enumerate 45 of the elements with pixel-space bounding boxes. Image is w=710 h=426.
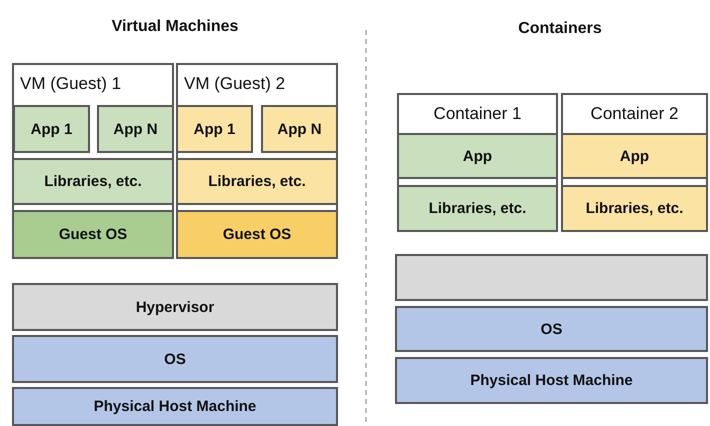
box-label: VM (Guest) 2 bbox=[184, 74, 286, 94]
layer-box bbox=[13, 105, 90, 153]
layer-box bbox=[176, 105, 253, 153]
vm-box bbox=[176, 63, 338, 259]
layer-box bbox=[12, 210, 174, 259]
layer-box bbox=[561, 133, 708, 179]
box-label: Container 2 bbox=[590, 104, 678, 124]
box-label: App N bbox=[277, 120, 322, 138]
layer-box bbox=[395, 357, 708, 404]
box-label: Libraries, etc. bbox=[428, 200, 526, 217]
layer-box bbox=[12, 158, 174, 205]
box-label: App 1 bbox=[30, 120, 72, 138]
box-label: App 1 bbox=[194, 120, 236, 138]
box-label: App N bbox=[113, 120, 158, 138]
box-label: App bbox=[462, 148, 492, 164]
layer-box bbox=[395, 254, 708, 301]
box-label: App bbox=[620, 148, 650, 164]
layer-box bbox=[397, 185, 558, 232]
layer-box bbox=[561, 185, 708, 232]
box-label: OS bbox=[164, 350, 186, 368]
box-label: Libraries, etc. bbox=[44, 173, 142, 190]
container-box bbox=[561, 93, 708, 232]
box-label: Physical Host Machine bbox=[470, 372, 633, 389]
layer-box bbox=[397, 133, 558, 179]
layer-box bbox=[176, 210, 338, 259]
container-box bbox=[397, 93, 558, 232]
layer-box bbox=[12, 335, 338, 383]
box-label: Libraries, etc. bbox=[586, 200, 684, 217]
layer-box bbox=[12, 283, 338, 331]
box-label: Container 1 bbox=[434, 104, 522, 124]
box-label: OS bbox=[540, 320, 562, 338]
layer-box bbox=[395, 306, 708, 352]
layer-box bbox=[176, 158, 338, 205]
box-label: Libraries, etc. bbox=[208, 173, 306, 190]
box-label: Hypervisor bbox=[136, 298, 214, 316]
box-label: Guest OS bbox=[222, 226, 292, 243]
box-label: VM (Guest) 1 bbox=[20, 74, 122, 94]
box-label: Physical Host Machine bbox=[94, 398, 256, 415]
layer-box bbox=[97, 105, 174, 153]
box-label: Guest OS bbox=[58, 226, 128, 243]
layer-box bbox=[261, 105, 338, 153]
layer-box bbox=[12, 387, 338, 426]
vm-box bbox=[12, 63, 174, 259]
section-heading: Virtual Machines bbox=[112, 18, 238, 36]
section-heading: Containers bbox=[518, 20, 602, 38]
